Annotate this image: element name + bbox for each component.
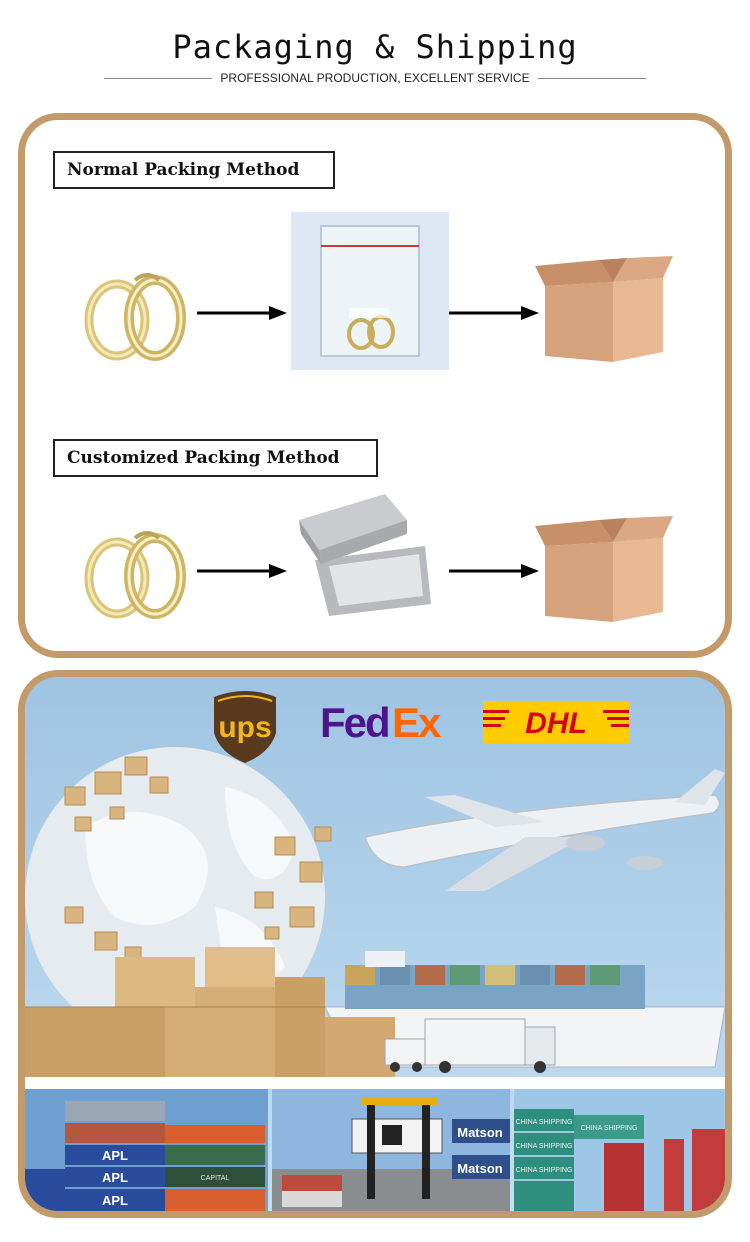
ups-logo-text: ups: [218, 711, 271, 744]
shipping-panel: ups Fed Ex DHL APL APL APL CAPITAL: [18, 670, 732, 1218]
dhl-logo: DHL: [483, 701, 629, 743]
truck-image: [384, 1018, 556, 1073]
page-subtitle: PROFESSIONAL PRODUCTION, EXCELLENT SERVI…: [220, 71, 530, 85]
packing-methods-panel: Normal Packing Method Customized Packing…: [18, 113, 732, 658]
shipping-hero-image: [25, 747, 725, 1077]
arrow-right-icon: [449, 564, 539, 578]
fedex-logo-fed: Fed: [320, 699, 389, 745]
china-shipping-container-label: CHINA SHIPPING: [516, 1119, 573, 1126]
subtitle-divider-left: [104, 78, 212, 79]
customized-packing-label: Customized Packing Method: [53, 439, 378, 477]
earring-image: [84, 273, 186, 361]
normal-packing-label: Normal Packing Method: [53, 151, 335, 189]
flying-boxes: [64, 756, 332, 962]
ups-logo: ups: [214, 691, 276, 763]
gift-box-image: [299, 494, 431, 616]
subtitle-divider-right: [538, 78, 646, 79]
fedex-logo: Fed Ex: [320, 699, 444, 745]
dhl-logo-text: DHL: [525, 707, 587, 740]
china-shipping-container-label: CHINA SHIPPING: [516, 1167, 573, 1174]
container-port-photo-china-shipping: CHINA SHIPPING CHINA SHIPPING CHINA SHIP…: [514, 1089, 725, 1211]
apl-container-label: APL: [102, 1193, 128, 1208]
container-port-photo-matson: Matson Matson: [272, 1089, 510, 1211]
matson-container-label: Matson: [457, 1125, 503, 1140]
arrow-right-icon: [197, 564, 287, 578]
carton-box-image: [535, 516, 673, 622]
capital-container-label: CAPITAL: [201, 1175, 230, 1182]
photo-strip-divider: [25, 1077, 725, 1089]
page-header: Packaging & Shipping PROFESSIONAL PRODUC…: [0, 0, 750, 100]
matson-container-label: Matson: [457, 1161, 503, 1176]
zip-bag-image: [291, 212, 449, 370]
fedex-logo-ex: Ex: [392, 699, 442, 745]
china-shipping-container-label: CHINA SHIPPING: [581, 1125, 638, 1132]
earring-image: [84, 531, 186, 619]
airplane-image: [364, 769, 725, 891]
arrow-right-icon: [197, 306, 287, 320]
carton-box-image: [535, 256, 673, 362]
apl-container-label: APL: [102, 1170, 128, 1185]
carton-stack: [25, 947, 395, 1077]
subtitle-row: PROFESSIONAL PRODUCTION, EXCELLENT SERVI…: [104, 70, 646, 86]
china-shipping-container-label: CHINA SHIPPING: [516, 1143, 573, 1150]
container-port-photo-apl: APL APL APL CAPITAL: [25, 1089, 268, 1211]
page-title: Packaging & Shipping: [172, 28, 578, 66]
apl-container-label: APL: [102, 1148, 128, 1163]
arrow-right-icon: [449, 306, 539, 320]
